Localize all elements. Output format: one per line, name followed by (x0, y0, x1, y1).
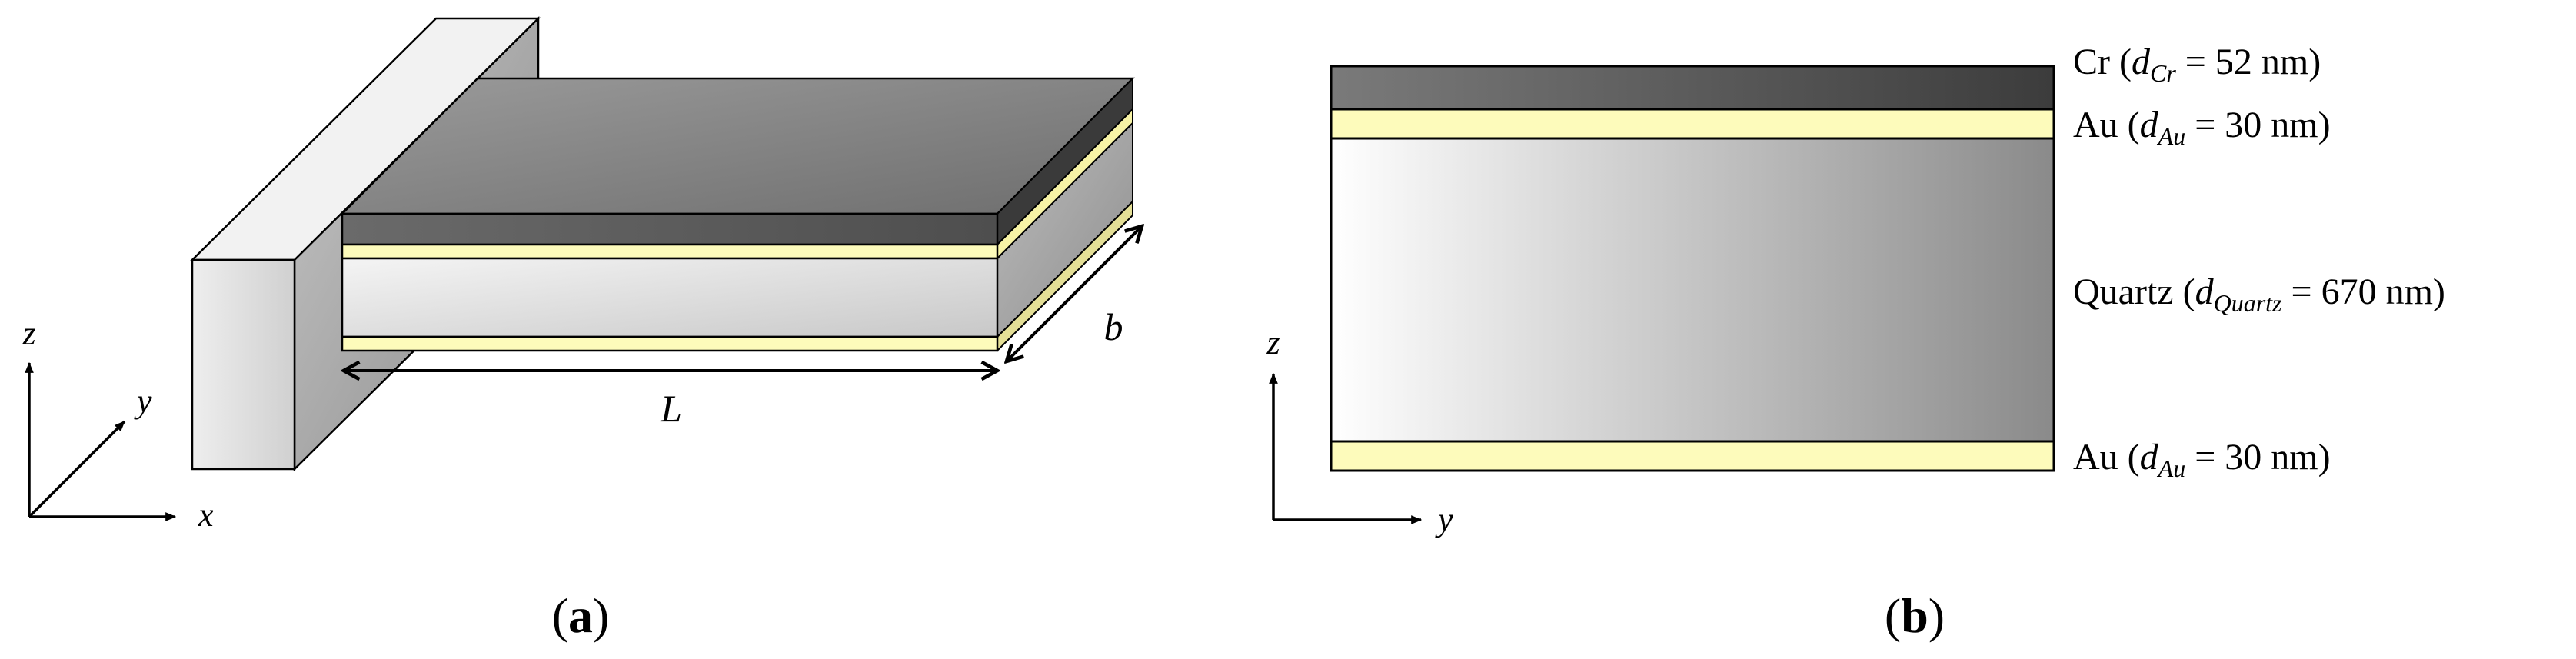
cantilever-beam (339, 76, 1136, 353)
layer-label-quartz: Quartz (dQuartz = 670 nm) (2073, 271, 2445, 317)
beam-front-cr (341, 212, 999, 246)
layer-stack (1330, 65, 2055, 472)
layer-labels: Cr (dCr = 52 nm) Au (dAu = 30 nm) Quartz… (2073, 42, 2445, 482)
clamp-front-face (191, 258, 296, 471)
panel-b: Cr (dCr = 52 nm) Au (dAu = 30 nm) Quartz… (1266, 42, 2445, 643)
beam-top-face (339, 77, 1136, 215)
dimension-width: b (1007, 226, 1142, 361)
beam-front-au-top (341, 243, 999, 260)
axis-z-label-a: z (22, 315, 35, 352)
panel-a-letter: a (568, 588, 593, 643)
layer-cr (1330, 65, 2055, 111)
layer-au-bottom (1330, 440, 2055, 472)
axes-triad-a: z x y (22, 315, 214, 534)
layer-label-au-bottom: Au (dAu = 30 nm) (2073, 437, 2331, 482)
axis-z-label-b: z (1266, 324, 1280, 361)
axis-x-label-a: x (198, 496, 214, 534)
width-label: b (1104, 305, 1123, 348)
axis-y-label-a: y (134, 382, 152, 420)
axes-b: z y (1266, 324, 1453, 538)
layer-label-cr: Cr (dCr = 52 nm) (2073, 42, 2321, 87)
beam-front-au-bottom (341, 335, 999, 352)
dimension-length: L (344, 371, 997, 430)
panel-a-label: (a) (552, 588, 610, 643)
layer-label-au-top: Au (dAu = 30 nm) (2073, 105, 2331, 150)
beam-front-quartz (341, 257, 999, 338)
layer-au-top (1330, 108, 2055, 140)
axis-y-label-b: y (1435, 501, 1453, 538)
panel-a: L b z x y (a) (22, 16, 1142, 643)
panel-b-label: (b) (1885, 588, 1945, 643)
panel-b-letter: b (1901, 588, 1929, 643)
length-label: L (660, 387, 682, 430)
layer-quartz (1330, 137, 2055, 443)
